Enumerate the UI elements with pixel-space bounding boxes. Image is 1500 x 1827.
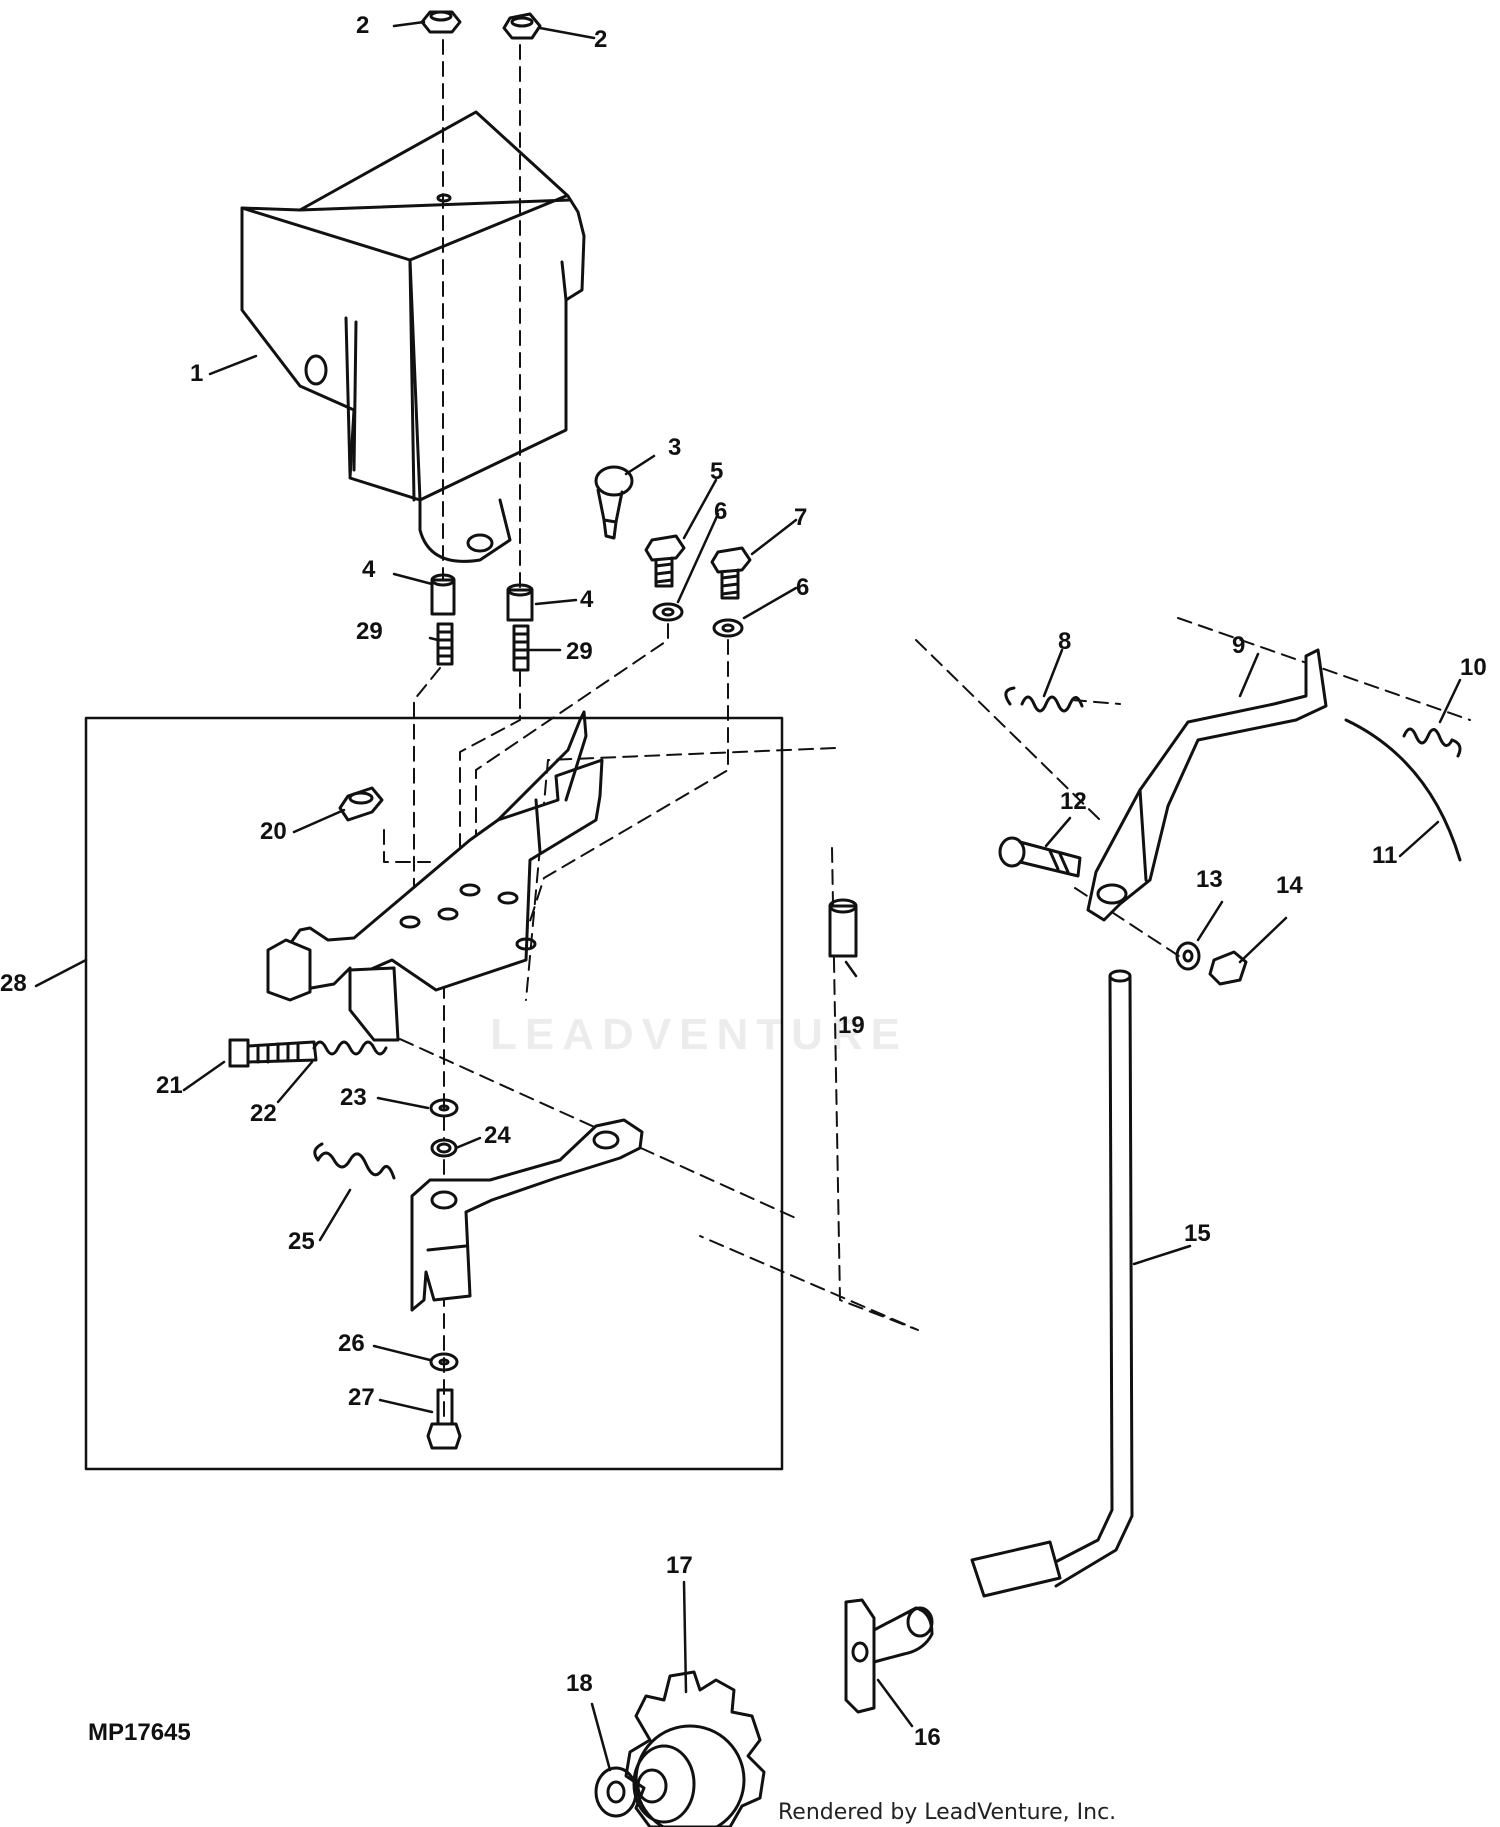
- washer-part-18: [594, 1766, 638, 1818]
- callout-6-left: 6: [714, 498, 728, 525]
- callout-2-left: 2: [356, 12, 370, 39]
- nut-part-20: [338, 786, 384, 822]
- washer-part-13: [1175, 941, 1201, 971]
- callout-6-right: 6: [796, 574, 810, 601]
- governor-lever: [410, 1118, 644, 1312]
- spacer-part-19: [828, 898, 858, 958]
- callout-22: 22: [250, 1100, 277, 1127]
- callout-14: 14: [1276, 872, 1303, 899]
- callout-19: 19: [838, 1012, 865, 1039]
- callout-18: 18: [566, 1670, 593, 1697]
- bolt-part-21: [228, 1038, 318, 1068]
- callout-5: 5: [710, 458, 724, 485]
- washer-part-6-right: [712, 618, 744, 638]
- bracket-part-16: [844, 1598, 934, 1714]
- cable-part-11: [1344, 718, 1462, 862]
- bolt-part-3: [594, 465, 634, 540]
- callout-12: 12: [1060, 788, 1087, 815]
- callout-26: 26: [338, 1330, 365, 1357]
- nut-part-14: [1208, 950, 1248, 986]
- callout-4-right: 4: [580, 586, 594, 613]
- callout-4-left: 4: [362, 556, 376, 583]
- nut-2-right: [502, 12, 542, 40]
- callout-15: 15: [1184, 1220, 1211, 1247]
- callout-13: 13: [1196, 866, 1223, 893]
- render-credit: Rendered by LeadVenture, Inc.: [778, 1800, 1117, 1825]
- callout-9: 9: [1232, 632, 1246, 659]
- callout-11: 11: [1372, 842, 1398, 869]
- stud-part-29-left: [436, 622, 454, 666]
- callout-27: 27: [348, 1384, 375, 1411]
- spring-part-10: [1402, 727, 1462, 758]
- callout-8: 8: [1058, 628, 1072, 655]
- spring-part-22: [312, 1040, 388, 1056]
- callout-16: 16: [914, 1724, 941, 1751]
- rod-part-15: [970, 969, 1134, 1598]
- bushing-part-24: [430, 1138, 458, 1158]
- bolt-part-12: [998, 836, 1082, 878]
- washer-part-26: [429, 1352, 459, 1372]
- callout-29-left: 29: [356, 618, 383, 645]
- spring-part-25: [313, 1142, 396, 1180]
- callout-28: 28: [0, 970, 27, 997]
- control-bracket: [266, 710, 604, 1042]
- stud-part-29-right: [512, 624, 530, 672]
- callout-24: 24: [484, 1122, 511, 1149]
- washer-part-6-left: [652, 602, 684, 622]
- callout-17: 17: [666, 1552, 693, 1579]
- callout-23: 23: [340, 1084, 367, 1111]
- callout-2-right: 2: [594, 26, 608, 53]
- callout-25: 25: [288, 1228, 315, 1255]
- washer-part-23: [429, 1098, 459, 1118]
- shield-part-1: [240, 110, 586, 563]
- screw-part-27: [426, 1388, 462, 1450]
- bolt-part-7: [710, 546, 752, 600]
- sprocket-part-17: [624, 1670, 766, 1827]
- diagram-code: MP17645: [88, 1719, 191, 1746]
- callout-20: 20: [260, 818, 287, 845]
- bolt-part-5: [644, 534, 686, 588]
- callout-1: 1: [190, 360, 204, 387]
- leadventure-watermark: LEADVENTURE: [490, 1010, 909, 1059]
- spacer-part-4-right: [506, 583, 534, 622]
- callout-10: 10: [1460, 654, 1487, 681]
- assembly-group-box: [84, 716, 784, 1471]
- callout-3: 3: [668, 434, 682, 461]
- callout-7: 7: [794, 504, 808, 531]
- callout-21: 21: [156, 1072, 183, 1099]
- arm-part-9: [1086, 648, 1328, 922]
- nut-2-left: [420, 10, 462, 34]
- spring-part-8: [1004, 686, 1084, 713]
- callout-29-right: 29: [566, 638, 593, 665]
